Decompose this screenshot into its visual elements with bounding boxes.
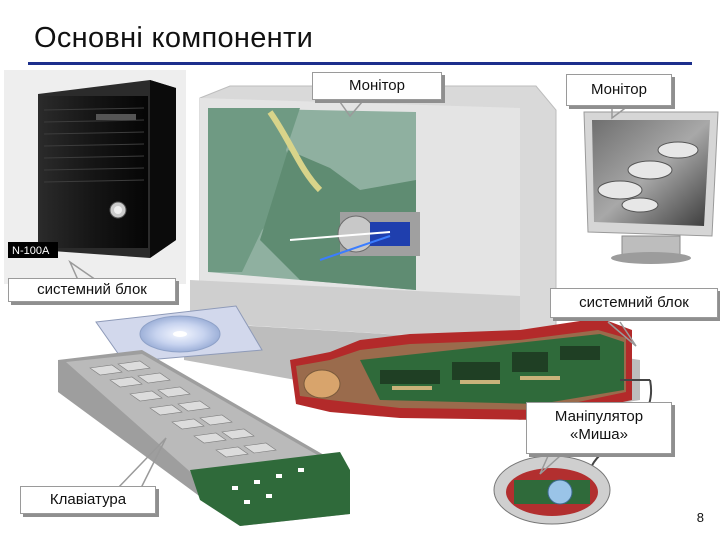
callout-mouse-line1: Маніпулятор [527, 408, 671, 426]
lcd-monitor [584, 112, 718, 264]
system-unit-tower: N-100A [4, 70, 186, 284]
callout-mouse-line2: «Миша» [527, 426, 671, 444]
callout-keyboard: Клавіатура [20, 486, 156, 514]
callout-monitor-lcd: Монітор [566, 74, 672, 106]
mouse [494, 456, 610, 524]
callout-system-unit-right: системний блок [550, 288, 718, 318]
page-number: 8 [697, 510, 704, 525]
callout-mouse: Маніпулятор «Миша» [526, 402, 672, 454]
callout-monitor-crt: Монітор [312, 72, 442, 100]
callout-system-unit-left: системний блок [8, 278, 176, 302]
case-model-label: N-100A [12, 245, 50, 257]
